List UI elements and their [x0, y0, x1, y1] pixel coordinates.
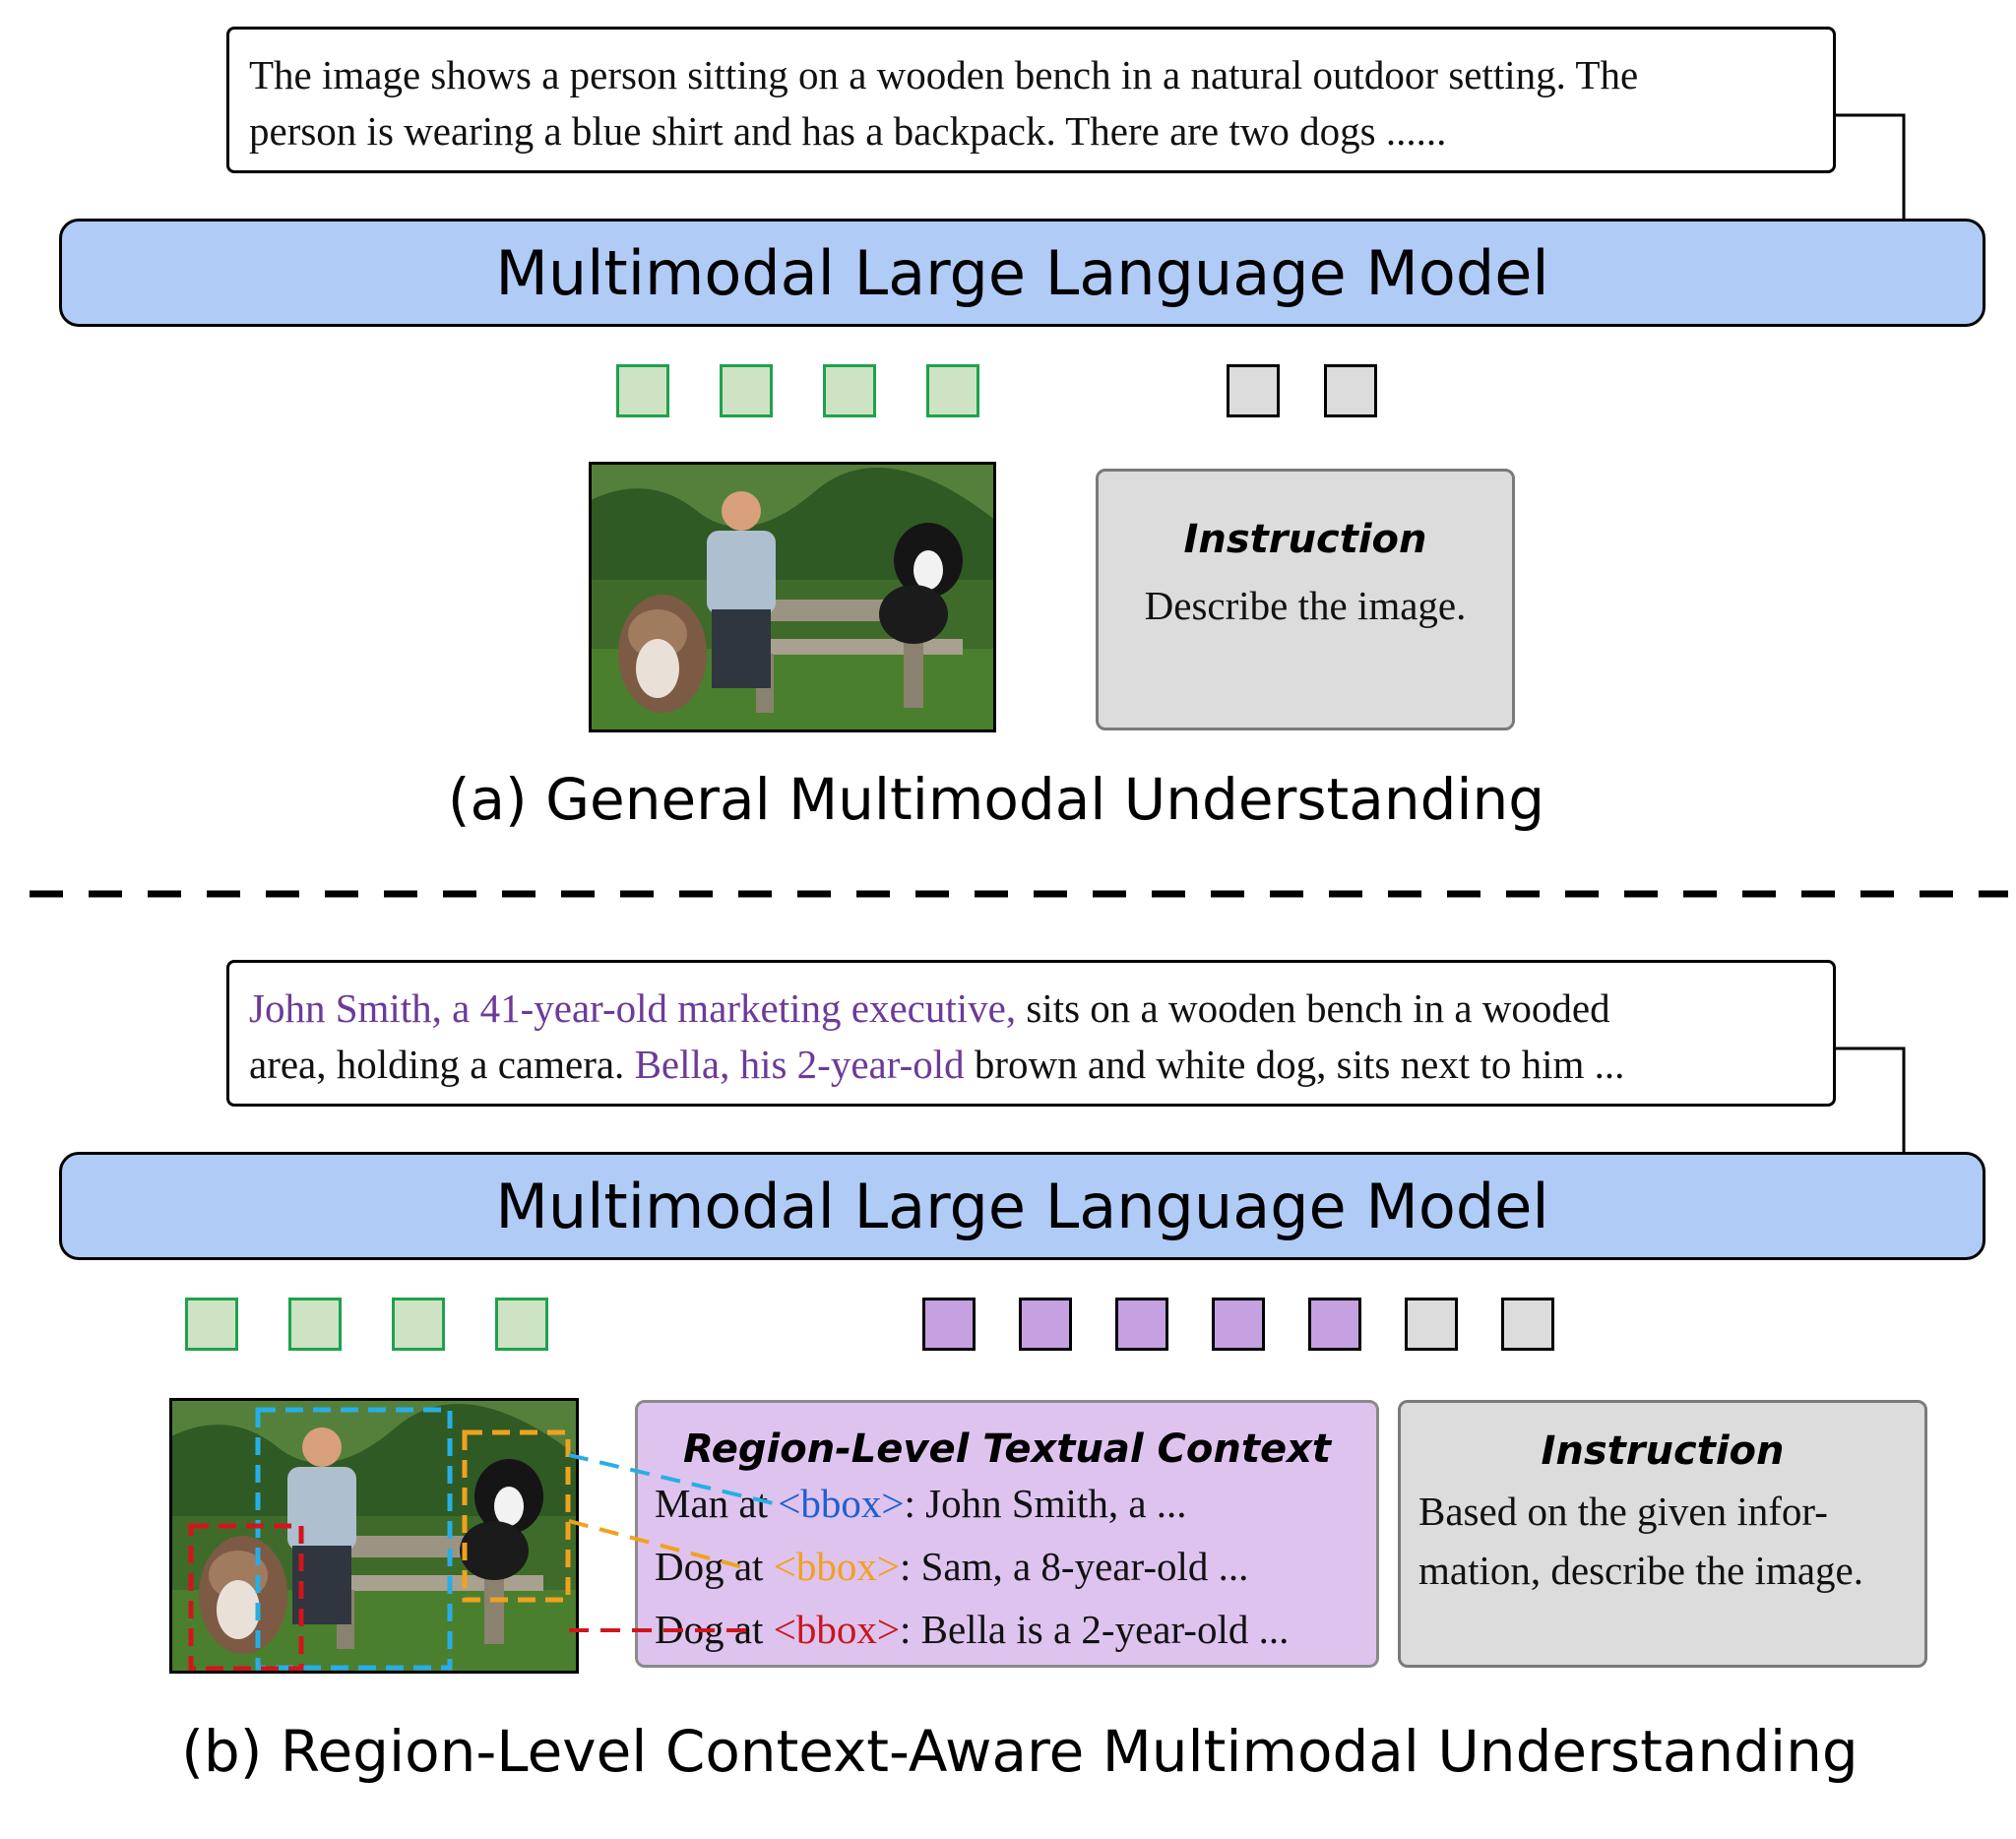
- region-context-line: Man at <bbox>: John Smith, a ...: [655, 1480, 1187, 1527]
- llm-label-b: Multimodal Large Language Model: [495, 1170, 1549, 1242]
- caption-b: (b) Region-Level Context-Aware Multimoda…: [181, 1718, 1858, 1785]
- image-token: [823, 364, 876, 417]
- instruction-token: [1227, 364, 1280, 417]
- instruction-text-b-line1: Based on the given infor-: [1418, 1489, 1828, 1534]
- image-token: [926, 364, 979, 417]
- bbox-token-dog-sam: <bbox>: [773, 1544, 900, 1589]
- output-text-b-line1: John Smith, a 41-year-old marketing exec…: [249, 981, 1813, 1037]
- instruction-text-b-line2: mation, describe the image.: [1418, 1548, 1863, 1593]
- context-token: [1212, 1298, 1265, 1351]
- output-text-b-line1-rest: sits on a wooden bench in a wooded: [1016, 985, 1610, 1031]
- instruction-token: [1405, 1298, 1458, 1351]
- instruction-token: [1501, 1298, 1554, 1351]
- output-highlight-person: John Smith, a 41-year-old marketing exec…: [249, 985, 1017, 1031]
- output-text-b-line2: area, holding a camera. Bella, his 2-yea…: [249, 1037, 1813, 1093]
- region-context-description: : John Smith, a ...: [904, 1481, 1187, 1526]
- bbox-token-dog-bella: <bbox>: [773, 1607, 900, 1652]
- image-token: [392, 1298, 445, 1351]
- image-token: [495, 1298, 548, 1351]
- instruction-panel-a: Instruction Describe the image.: [1096, 469, 1515, 730]
- region-context-title: Region-Level Textual Context: [682, 1427, 1332, 1472]
- context-token: [922, 1298, 976, 1351]
- photo-man-bench-dogs-b: [169, 1398, 579, 1674]
- region-context-description: : Bella is a 2-year-old ...: [899, 1607, 1290, 1652]
- connector-line-b: [1836, 1046, 1906, 1152]
- output-text-box-a: The image shows a person sitting on a wo…: [226, 27, 1836, 173]
- context-token: [1308, 1298, 1361, 1351]
- region-context-panel: Region-Level Textual Context Man at <bbo…: [635, 1400, 1379, 1668]
- llm-label-a: Multimodal Large Language Model: [495, 236, 1549, 309]
- llm-bar-a: Multimodal Large Language Model: [59, 219, 1985, 327]
- caption-a: (a) General Multimodal Understanding: [447, 766, 1545, 833]
- instruction-panel-b: Instruction Based on the given infor- ma…: [1398, 1400, 1927, 1668]
- context-token: [1115, 1298, 1168, 1351]
- llm-bar-b: Multimodal Large Language Model: [59, 1152, 1985, 1260]
- image-token: [616, 364, 669, 417]
- connector-line-a: [1836, 113, 1906, 219]
- output-highlight-dog: Bella, his 2-year-old: [634, 1042, 965, 1087]
- output-text-a-line1: The image shows a person sitting on a wo…: [249, 52, 1639, 97]
- instruction-title-a: Instruction: [1183, 517, 1427, 562]
- image-token: [720, 364, 773, 417]
- region-context-description: : Sam, a 8-year-old ...: [899, 1544, 1249, 1589]
- instruction-token: [1324, 364, 1377, 417]
- output-text-b-line2-start: area, holding a camera.: [249, 1042, 635, 1087]
- region-context-prefix: Dog at: [655, 1544, 774, 1589]
- context-token: [1019, 1298, 1072, 1351]
- photo-man-bench-dogs-a: [589, 462, 996, 732]
- instruction-title-b: Instruction: [1541, 1428, 1785, 1474]
- image-token: [288, 1298, 342, 1351]
- output-text-a-line2: person is wearing a blue shirt and has a…: [249, 108, 1447, 154]
- region-context-prefix: Man at: [655, 1481, 779, 1526]
- image-token: [185, 1298, 238, 1351]
- output-text-box-b: John Smith, a 41-year-old marketing exec…: [226, 960, 1836, 1107]
- bbox-token-man: <bbox>: [778, 1481, 905, 1526]
- region-context-line: Dog at <bbox>: Sam, a 8-year-old ...: [655, 1543, 1248, 1590]
- instruction-text-a: Describe the image.: [1144, 583, 1467, 628]
- output-text-b-line2-rest: brown and white dog, sits next to him ..…: [964, 1042, 1625, 1087]
